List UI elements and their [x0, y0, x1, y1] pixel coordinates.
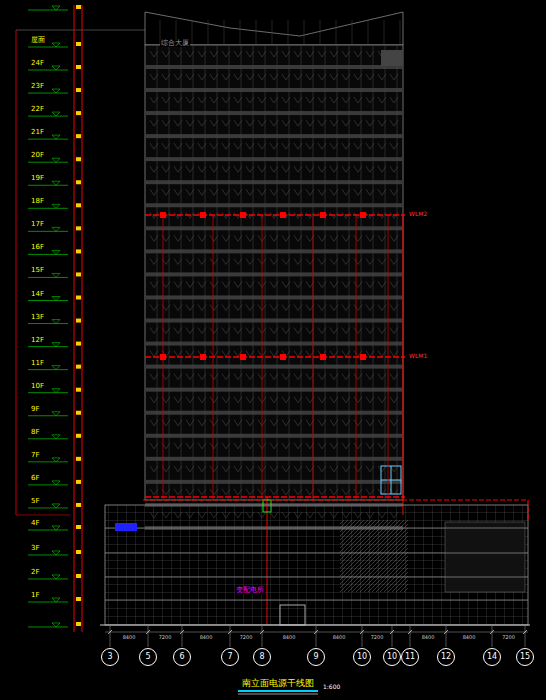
level-label: 18F [30, 198, 45, 205]
axis-number: 9 [313, 653, 318, 661]
level-label: 5F [30, 498, 40, 505]
note: 1:600 [322, 684, 341, 690]
dimension: 7200 [501, 635, 516, 640]
axis-number: 12 [441, 653, 451, 661]
note: 综合大厦 [160, 40, 190, 47]
level-label: 4F [30, 520, 40, 527]
axis-bubble: 3 [101, 648, 119, 666]
level-label: 屋面 [30, 37, 46, 44]
axis-number: 10 [357, 653, 367, 661]
axis-bubble: 5 [139, 648, 157, 666]
axis-bubble: 9 [307, 648, 325, 666]
drawing-title: 南立面电源干线图 [241, 679, 315, 688]
axis-bubble: 14 [483, 648, 501, 666]
level-label: 11F [30, 360, 45, 367]
axis-bubble: 10 [353, 648, 371, 666]
axis-bubble: 12 [437, 648, 455, 666]
axis-number: 6 [179, 653, 184, 661]
axis-number: 11 [405, 653, 415, 661]
note: WLM2 [408, 211, 428, 217]
axis-bubble: 8 [253, 648, 271, 666]
axis-number: 8 [259, 653, 264, 661]
axis-bubble: 10 [383, 648, 401, 666]
level-label: 10F [30, 383, 45, 390]
level-label: 8F [30, 429, 40, 436]
level-label: 3F [30, 545, 40, 552]
dimension: 8400 [421, 635, 436, 640]
axis-bubble: 7 [221, 648, 239, 666]
level-label: 1F [30, 592, 40, 599]
level-label: 9F [30, 406, 40, 413]
dimension: 7200 [158, 635, 173, 640]
level-label: 24F [30, 60, 45, 67]
level-label: 7F [30, 452, 40, 459]
axis-number: 14 [487, 653, 497, 661]
axis-bubble: 6 [173, 648, 191, 666]
level-label: 21F [30, 129, 45, 136]
level-label: 23F [30, 83, 45, 90]
dimension: 8400 [122, 635, 137, 640]
note: WLM1 [408, 353, 428, 359]
dimension: 7200 [370, 635, 385, 640]
level-label: 16F [30, 244, 45, 251]
note: 变配电所 [235, 587, 265, 594]
axis-number: 3 [107, 653, 112, 661]
level-label: 13F [30, 314, 45, 321]
axis-bubble: 11 [401, 648, 419, 666]
level-label: 22F [30, 106, 45, 113]
dimension: 8400 [199, 635, 214, 640]
level-label: 2F [30, 569, 40, 576]
axis-number: 5 [145, 653, 150, 661]
axis-number: 7 [227, 653, 232, 661]
axis-number: 10 [387, 653, 397, 661]
level-label: 20F [30, 152, 45, 159]
level-label: 19F [30, 175, 45, 182]
axis-number: 15 [520, 653, 530, 661]
axis-bubble: 15 [516, 648, 534, 666]
dimension: 8400 [462, 635, 477, 640]
level-label: 14F [30, 291, 45, 298]
dimension: 8400 [282, 635, 297, 640]
dimension: 7200 [239, 635, 254, 640]
level-label: 17F [30, 221, 45, 228]
dimension: 8400 [332, 635, 347, 640]
level-label: 12F [30, 337, 45, 344]
level-label: 15F [30, 267, 45, 274]
level-label: 6F [30, 475, 40, 482]
